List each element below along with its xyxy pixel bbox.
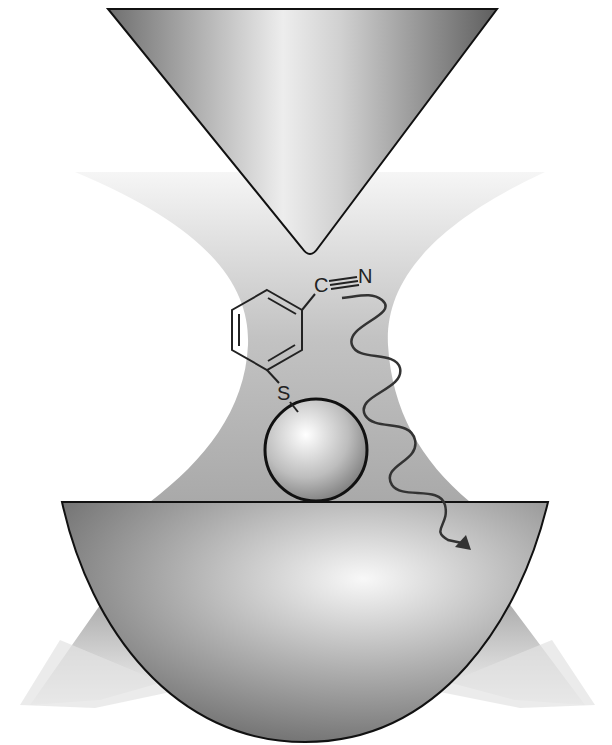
molecule bbox=[232, 277, 359, 412]
atom-label: C bbox=[313, 275, 329, 295]
emission-arrow bbox=[342, 295, 462, 543]
nanoparticle bbox=[265, 399, 367, 501]
arrowhead bbox=[455, 535, 471, 550]
hemisphere bbox=[62, 502, 548, 742]
atom-label: N bbox=[357, 266, 373, 286]
tip bbox=[108, 9, 497, 254]
atom-label: S bbox=[276, 383, 291, 403]
